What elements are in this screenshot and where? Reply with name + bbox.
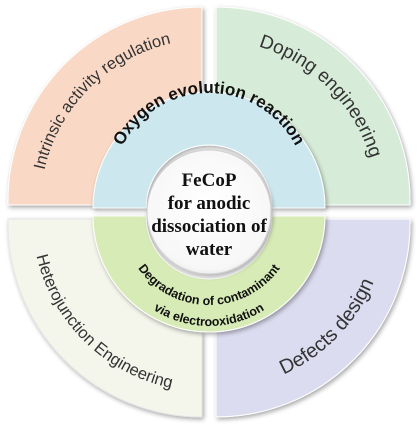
center-line-3: dissociation of bbox=[151, 216, 267, 237]
center-line-2: for anodic bbox=[168, 193, 251, 214]
middle-half-top bbox=[92, 91, 326, 209]
middle-half-bottom bbox=[92, 215, 326, 333]
center-line-1: FeCoP bbox=[182, 170, 237, 191]
center-circle bbox=[146, 149, 272, 275]
center-line-4: water bbox=[186, 239, 233, 260]
